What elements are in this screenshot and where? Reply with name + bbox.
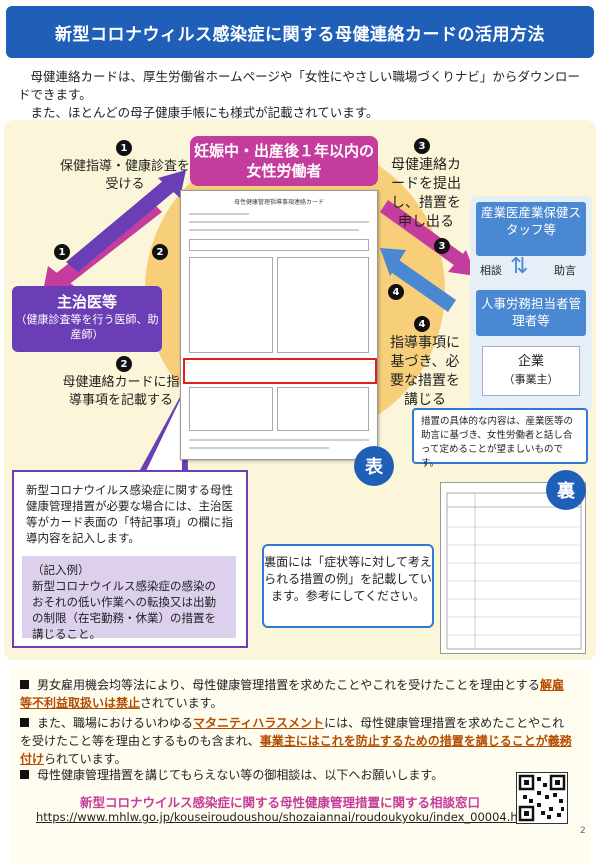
company-label: 企業 xyxy=(517,354,544,369)
page-title-banner: 新型コロナウィルス感染症に関する母健連絡カードの活用方法 xyxy=(6,6,594,58)
hr-manager-box: 人事労務担当者管理者等 xyxy=(476,290,586,336)
p1-part-c: されています。 xyxy=(140,696,223,710)
company-box: 企業 （事業主） xyxy=(482,346,580,396)
step-2-text: 母健連絡カードに指導事項を記載する xyxy=(62,375,180,408)
step-number-3-side: 3 xyxy=(434,238,450,254)
back-side-note: 裏面には「症状等に対して考えられる措置の例」を記載しています。参考にしてください… xyxy=(262,544,434,628)
square-bullet-icon xyxy=(20,718,29,727)
consultation-url-link[interactable]: https://www.mhlw.go.jp/kouseiroudoushou/… xyxy=(36,810,534,824)
measures-note: 措置の具体的な内容は、産業医等の助言に基づき、女性労働者と話し合って定めることが… xyxy=(412,408,588,469)
step-number-2: 2 xyxy=(116,356,132,372)
back-side-note-text: 裏面には「症状等に対して考えられる措置の例」を記載しています。参考にしてください… xyxy=(264,555,432,603)
bottom-paragraph-1: 男女雇用機会均等法により、母性健康管理措置を求めたことやこれを受けたことを理由と… xyxy=(20,676,572,712)
bottom-paragraph-2: また、職場におけるいわゆるマタニティハラスメントには、母性健康管理措置を求めたこ… xyxy=(20,714,572,768)
p2-part-c: には、母性健康管理措置を求めたことやこれを受けたこと等を理由とするものも含まれ、 xyxy=(20,716,565,748)
doctor-title: 主治医等 xyxy=(56,293,117,311)
measures-note-text: 措置の具体的な内容は、産業医等の助言に基づき、女性労働者と話し合って定めることが… xyxy=(421,416,574,469)
example-box: （記入例） 新型コロナウイルス感染症の感染のおそれの低い作業への転換又は出勤の制… xyxy=(22,556,236,641)
health-card-front: 母性健康管理指導事項連絡カード xyxy=(180,190,378,460)
step-number-4: 4 xyxy=(414,316,430,332)
consultation-title: 新型コロナウイルス感染症に関する母性健康管理措置に関する相談窓口 xyxy=(79,795,480,810)
occupational-physician-label: 産業医産業保健スタッフ等 xyxy=(480,205,581,237)
p2-highlight-1: マタニティハラスメント xyxy=(193,716,325,730)
step-number-1-side: 1 xyxy=(54,244,70,260)
step-number-1: 1 xyxy=(116,140,132,156)
intro-line-1: 母健連絡カードは、厚生労働省ホームページや「女性にやさしい職場づくりナビ」からダ… xyxy=(18,69,580,102)
page-number: 2 xyxy=(580,826,586,836)
worker-box: 妊娠中・出産後１年以内の女性労働者 xyxy=(190,136,378,186)
page-title: 新型コロナウィルス感染症に関する母健連絡カードの活用方法 xyxy=(55,24,545,45)
bottom-paragraph-3: 母性健康管理措置を講じてもらえない等の御相談は、以下へお願いします。 xyxy=(20,766,572,784)
consult-label: 相談 xyxy=(480,264,502,277)
step-3-text: 母健連絡カードを提出し、措置を申し出る xyxy=(391,157,461,230)
step-number-4-side: 4 xyxy=(388,284,404,300)
qr-pattern xyxy=(518,774,566,822)
qr-code-icon[interactable] xyxy=(516,772,568,824)
step-number-2-side: 2 xyxy=(152,244,168,260)
worker-label: 妊娠中・出産後１年以内の女性労働者 xyxy=(193,142,374,180)
doctor-subtitle: （健康診査等を行う医師、助産師） xyxy=(15,313,159,341)
p1-part-a: 男女雇用機会均等法により、母性健康管理措置を求めたことやこれを受けたことを理由と… xyxy=(37,678,540,692)
card-title: 母性健康管理指導事項連絡カード xyxy=(233,199,324,206)
health-card-back xyxy=(440,482,586,654)
example-text: 新型コロナウイルス感染症の感染のおそれの低い作業への転換又は出勤の制限（在宅勤務… xyxy=(32,579,216,641)
back-label-badge: 裏 xyxy=(546,470,586,510)
example-label: （記入例） xyxy=(32,563,90,577)
description-text: 新型コロナウイルス感染症に関する母性健康管理措置が必要な場合には、主治医等がカー… xyxy=(26,483,233,545)
up-down-arrow-icon: ⇅ xyxy=(510,254,529,279)
advice-label: 助言 xyxy=(554,264,576,277)
company-sublabel: （事業主） xyxy=(503,373,559,386)
special-notes-highlight xyxy=(183,358,377,384)
p3-text: 母性健康管理措置を講じてもらえない等の御相談は、以下へお願いします。 xyxy=(37,768,444,782)
step-number-3: 3 xyxy=(414,138,430,154)
p2-part-a: また、職場におけるいわゆる xyxy=(37,716,194,730)
step-4-text: 指導事項に基づき、必要な措置を講じる xyxy=(390,335,460,408)
p2-highlight-2: 事業主にはこれを防止するための措置を講じることが義務付け xyxy=(20,734,572,766)
front-label-badge: 表 xyxy=(354,446,394,486)
occupational-physician-box: 産業医産業保健スタッフ等 xyxy=(476,202,586,256)
doctor-box: 主治医等 （健康診査等を行う医師、助産師） xyxy=(12,286,162,352)
square-bullet-icon xyxy=(20,770,29,779)
p2-part-e: られています。 xyxy=(44,752,127,766)
square-bullet-icon xyxy=(20,680,29,689)
hr-manager-label: 人事労務担当者管理者等 xyxy=(480,296,581,328)
back-card-lines xyxy=(446,492,582,650)
intro-text: 母健連絡カードは、厚生労働省ホームページや「女性にやさしい職場づくりナビ」からダ… xyxy=(18,68,588,122)
intro-line-2: また、ほとんどの母子健康手帳にも様式が記載されています。 xyxy=(18,105,379,120)
p1-highlight: 解雇等不利益取扱いは禁止 xyxy=(20,678,564,710)
step-1-text: 保健指導・健康診査を受ける xyxy=(60,159,191,192)
bottom-info-section xyxy=(10,666,590,864)
